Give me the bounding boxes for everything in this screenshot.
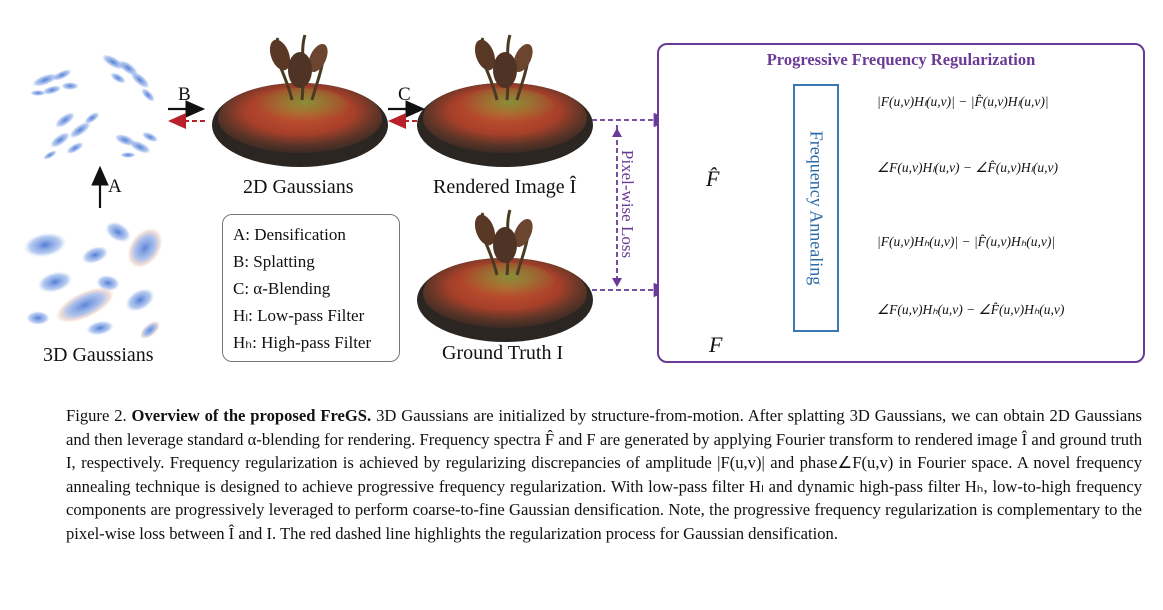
- legend-item-a: A: Densification: [233, 225, 346, 244]
- label-rendered-image: Rendered Image Î: [433, 176, 577, 198]
- ground-truth-image: [417, 209, 593, 342]
- spectrum-gt-label: F: [709, 332, 723, 357]
- legend-item-c: C: α-Blending: [233, 279, 331, 298]
- legend-box: A: Densification B: Splatting C: α-Blend…: [222, 214, 400, 362]
- label-3d-gaussians: 3D Gaussians: [43, 344, 154, 366]
- formula-amplitude-low: |F(u,v)Hₗ(u,v)| − |F̂(u,v)Hₗ(u,v)|: [877, 94, 1049, 109]
- arrow-a-label: A: [108, 176, 122, 197]
- pixel-loss-arrowhead-up: [612, 128, 622, 137]
- caption-bold-title: Overview of the proposed FreGS.: [131, 406, 372, 425]
- pixel-wise-loss-label: Pixel-wise Loss: [618, 149, 637, 259]
- garden-image-2d: [212, 34, 388, 167]
- figure-diagram: A B C 2D Gaussians Rendered Image Î Grou…: [23, 34, 1145, 366]
- label-2d-gaussians: 2D Gaussians: [243, 176, 354, 198]
- label-ground-truth: Ground Truth I: [442, 342, 564, 364]
- progressive-regularization-box: Progressive Frequency Regularization: [657, 43, 1145, 363]
- arrow-c-label: C: [398, 84, 411, 105]
- gaussians-2d-cloud: [30, 54, 159, 160]
- formula-amplitude-high: |F(u,v)Hₕ(u,v)| − |F̂(u,v)Hₕ(u,v)|: [877, 234, 1056, 249]
- caption-label: Figure 2.: [66, 406, 127, 425]
- figure-caption: Figure 2. Overview of the proposed FreGS…: [66, 404, 1142, 545]
- progressive-title: Progressive Frequency Regularization: [766, 50, 1036, 69]
- formula-phase-high: ∠F(u,v)Hₕ(u,v) − ∠F̂(u,v)Hₕ(u,v): [877, 302, 1065, 317]
- formula-phase-low: ∠F(u,v)Hₗ(u,v) − ∠F̂(u,v)Hₗ(u,v): [877, 160, 1058, 175]
- caption-text: 3D Gaussians are initialized by structur…: [66, 406, 1142, 543]
- frequency-annealing-label: Frequency Annealing: [806, 130, 827, 286]
- rendered-image: [417, 34, 593, 167]
- arrow-b-label: B: [178, 84, 191, 105]
- pixel-loss-arrowhead-down: [612, 278, 622, 287]
- frequency-annealing-box: Frequency Annealing: [793, 84, 839, 332]
- spectrum-rendered-label: F̂: [706, 166, 720, 191]
- gaussians-3d-cloud: [23, 221, 163, 339]
- legend-item-hl: Hₗ: Low-pass Filter: [233, 306, 365, 325]
- legend-item-b: B: Splatting: [233, 252, 315, 271]
- legend-item-hh: Hₕ: High-pass Filter: [233, 333, 372, 352]
